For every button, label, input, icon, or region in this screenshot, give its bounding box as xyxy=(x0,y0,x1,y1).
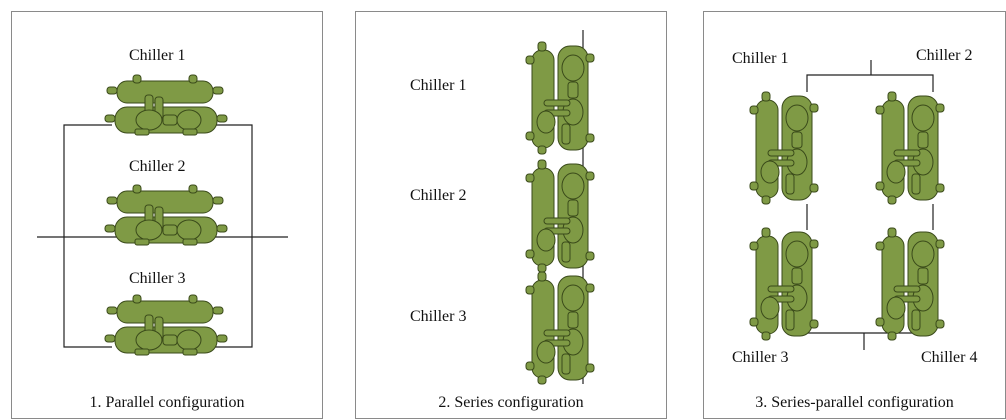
pipe-right-header xyxy=(214,124,253,348)
chiller-3-label: Chiller 3 xyxy=(129,270,186,287)
chiller-1-icon xyxy=(104,74,228,136)
chiller-4-icon xyxy=(875,227,945,341)
chiller-3-label: Chiller 3 xyxy=(410,308,467,325)
chiller-2-label: Chiller 2 xyxy=(129,158,186,175)
series-parallel-caption: 3. Series-parallel configuration xyxy=(755,394,954,411)
chiller-1-label: Chiller 1 xyxy=(129,47,186,64)
parallel-diagram xyxy=(37,74,288,356)
chiller-2-icon xyxy=(525,159,595,273)
series-caption: 2. Series configuration xyxy=(438,394,584,411)
panel-parallel: Chiller 1 Chiller 2 Chiller 3 1. Paralle… xyxy=(11,11,323,419)
chiller-2-icon xyxy=(104,184,228,246)
chiller-3-label: Chiller 3 xyxy=(732,349,789,366)
chiller-2-label: Chiller 2 xyxy=(410,187,467,204)
chiller-2-label: Chiller 2 xyxy=(916,47,973,64)
chiller-1-icon xyxy=(749,91,819,205)
panel-series: Chiller 1 Chiller 2 Chiller 3 2. Series … xyxy=(355,11,667,419)
chiller-1-label: Chiller 1 xyxy=(732,50,789,67)
panel-series-parallel: Chiller 1 Chiller 2 Chiller 3 Chiller 4 … xyxy=(703,11,1006,419)
chiller-3-icon xyxy=(525,271,595,385)
pipe-top-header xyxy=(806,74,934,92)
series-diagram xyxy=(525,30,595,385)
pipe-left-header xyxy=(63,124,112,348)
chiller-3-icon xyxy=(749,227,819,341)
series-parallel-diagram xyxy=(749,60,945,350)
chiller-4-label: Chiller 4 xyxy=(921,349,978,366)
chiller-2-icon xyxy=(875,91,945,205)
chiller-1-label: Chiller 1 xyxy=(410,77,467,94)
chiller-3-icon xyxy=(104,294,228,356)
chiller-1-icon xyxy=(525,41,595,155)
parallel-caption: 1. Parallel configuration xyxy=(89,394,245,411)
